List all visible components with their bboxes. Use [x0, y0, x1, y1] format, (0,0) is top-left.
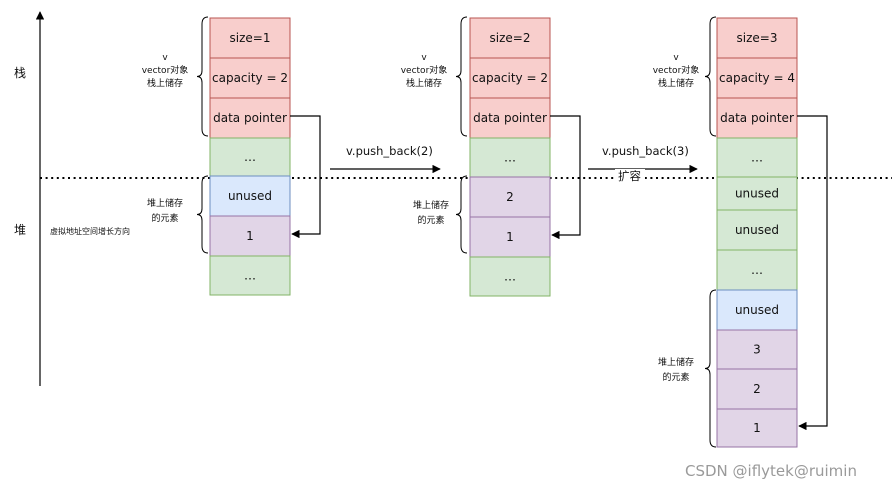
heap-cell-label: 2	[753, 382, 761, 396]
data-pointer-arrow	[550, 115, 581, 240]
stack-cell-label: size=1	[230, 31, 271, 45]
heap-cell	[209, 137, 291, 177]
heap-cell	[209, 175, 291, 217]
stack-cell-label: data pointer	[720, 111, 794, 125]
stack-note-line: 栈上储存	[658, 77, 694, 89]
stack-note-line: vector对象	[653, 64, 700, 76]
stack-cell	[469, 17, 551, 59]
heap-cell-label: 1	[753, 421, 761, 435]
transition-label: v.push_back(2)	[346, 144, 433, 158]
heap-note-line: 的元素	[417, 214, 444, 226]
stack-brace	[455, 16, 468, 137]
stack-cell	[716, 57, 798, 99]
stack-label: 栈	[14, 65, 26, 80]
heap-cell	[716, 329, 798, 370]
heap-cell-label: 1	[246, 229, 254, 243]
heap-cell	[209, 255, 291, 296]
heap-cell-label: …	[751, 263, 763, 277]
heap-cell-label: unused	[735, 223, 779, 237]
heap-note-line: 堆上储存	[658, 356, 694, 368]
stack-cell-label: capacity = 4	[719, 71, 795, 85]
heap-cell	[716, 209, 798, 251]
heap-note-line: 的元素	[662, 371, 689, 383]
stack-cell-label: capacity = 2	[212, 71, 288, 85]
heap-brace	[455, 175, 468, 254]
heap-cell-label: unused	[228, 189, 272, 203]
heap-note-line: 堆上储存	[413, 199, 449, 211]
heap-cell-label: …	[504, 270, 516, 284]
reallocate-label: 扩容	[618, 169, 641, 183]
heap-cell-label: …	[504, 151, 516, 165]
stack-brace	[704, 16, 717, 137]
heap-cell	[716, 289, 798, 331]
stack-cell	[716, 17, 798, 59]
heap-brace	[196, 175, 209, 254]
data-pointer-arrow	[797, 115, 828, 431]
heap-note-line: 堆上储存	[147, 197, 183, 209]
stack-note-line: v	[673, 53, 679, 63]
vector-stage-3: size=3 capacity = 4 data pointer … unused unu…	[653, 16, 828, 448]
stack-cell-label: data pointer	[473, 111, 547, 125]
direction-note: 虚拟地址空间增长方向	[50, 226, 130, 236]
push-back-transition-2: v.push_back(3) 扩容	[588, 144, 698, 184]
transition-label: v.push_back(3)	[602, 144, 689, 158]
heap-note-line: 的元素	[151, 212, 178, 224]
heap-brace	[704, 289, 717, 448]
stack-cell	[209, 97, 291, 139]
heap-cell	[716, 408, 798, 448]
heap-cell	[209, 215, 291, 257]
stack-cell-label: capacity = 2	[472, 71, 548, 85]
heap-cell-label: …	[244, 269, 256, 283]
sublabel-background	[615, 169, 645, 184]
stack-cell-label: data pointer	[213, 111, 287, 125]
stack-note-line: vector对象	[401, 64, 448, 76]
heap-cell-label: …	[751, 151, 763, 165]
heap-cell-label: 3	[753, 343, 761, 357]
heap-cell-label: …	[244, 150, 256, 164]
heap-cell	[716, 368, 798, 410]
heap-cell-label: unused	[735, 303, 779, 317]
heap-cell	[716, 249, 798, 291]
stack-cell	[209, 17, 291, 59]
data-pointer-arrow	[290, 115, 321, 239]
watermark: CSDN @iflytek@ruimin	[685, 462, 857, 480]
stack-cell-label: size=3	[737, 31, 778, 45]
vector-stage-1: size=1 capacity = 2 data pointer … unused 1 … v…	[142, 16, 321, 296]
heap-cell-label: 1	[506, 230, 514, 244]
stack-note-line: vector对象	[142, 64, 189, 76]
stack-note-line: 栈上储存	[147, 77, 183, 89]
stack-note-line: 栈上储存	[406, 77, 442, 89]
heap-cell-label: 2	[506, 190, 514, 204]
stack-note-line: v	[162, 53, 168, 63]
heap-cell	[716, 137, 798, 178]
stack-cell	[716, 97, 798, 139]
stack-note-line: v	[421, 53, 427, 63]
vector-stage-2: size=2 capacity = 2 data pointer … 2 1 … vvecto…	[401, 16, 581, 297]
stack-cell	[469, 97, 551, 139]
stack-brace	[196, 16, 209, 137]
heap-cell	[469, 256, 551, 297]
heap-cell	[469, 137, 551, 178]
stack-cell	[469, 57, 551, 99]
heap-cell-label: unused	[735, 187, 779, 201]
heap-label: 堆	[14, 223, 26, 237]
stack-cell-label: size=2	[490, 31, 531, 45]
push-back-transition-1: v.push_back(2)	[330, 144, 441, 174]
